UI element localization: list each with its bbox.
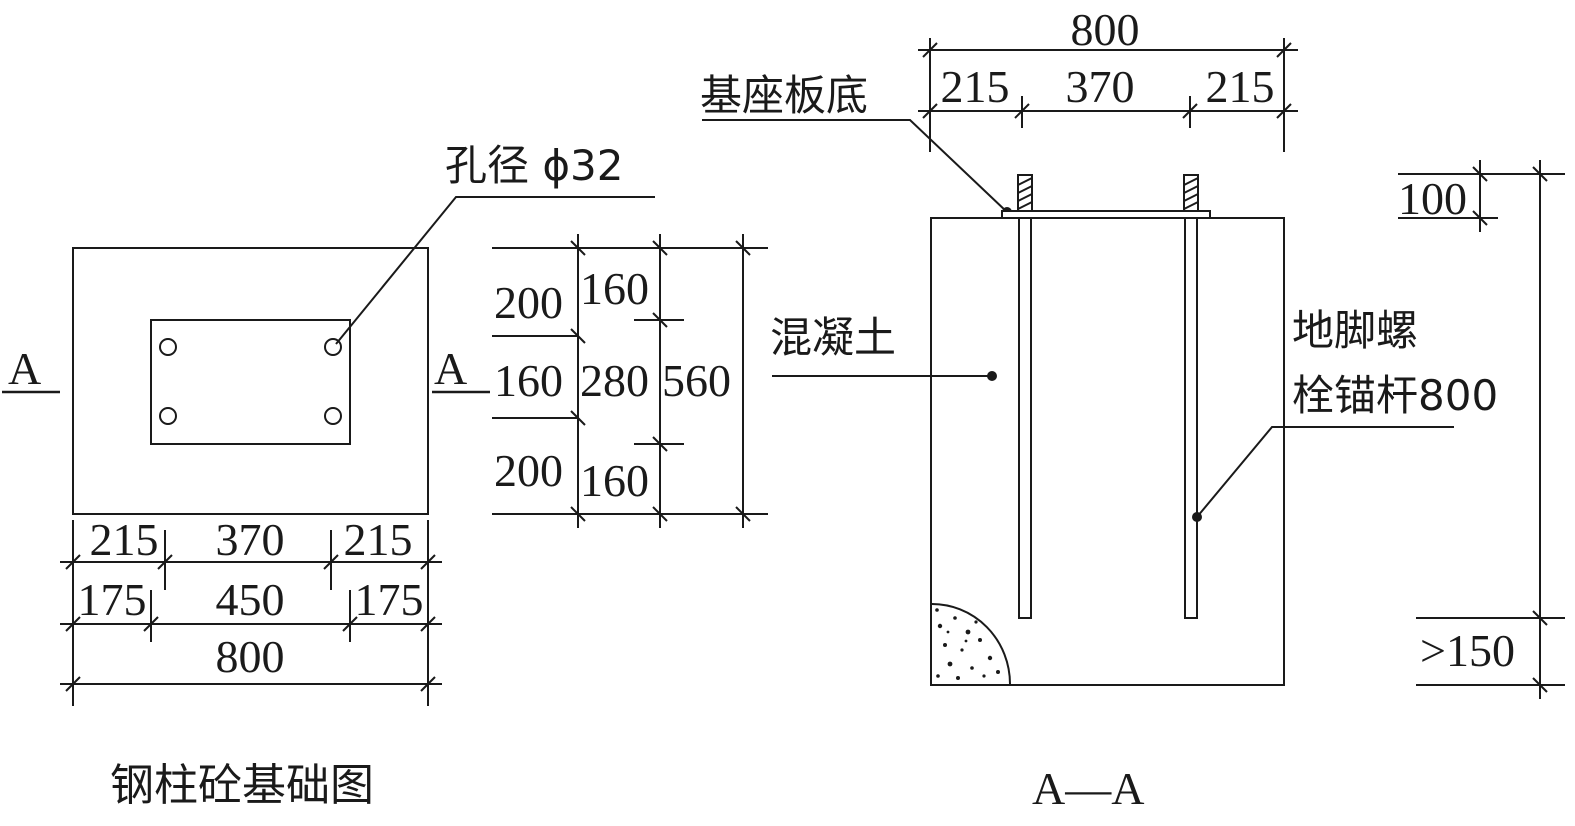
vdim-tick [735,506,751,522]
section-right-tick [1532,610,1548,626]
plan-dim-row2-c: 175 [355,574,424,625]
plan-dim-tick [65,616,81,632]
anchor-bolt-leader [1196,426,1454,518]
foundation-outline [72,247,429,515]
concrete-label: 混凝土 [770,313,896,362]
section-top-total: 800 [1071,4,1140,55]
section-top-tick [1276,103,1292,119]
section-right-tick [1472,166,1488,182]
anchor-bolt-label-line1: 地脚螺 [1292,306,1418,355]
vertical-dimension-block: 200 160 200 160 280 160 560 [492,234,768,528]
concrete-leader-dot [987,371,997,381]
section-top-tick [922,42,938,58]
vdim-tick [570,240,586,256]
section-top-part-b: 370 [1066,61,1135,112]
plan-dim-row2-a: 175 [78,574,147,625]
section-top-part-c: 215 [1206,61,1275,112]
vdim-col1-c: 200 [494,445,563,496]
plan-dim-tick [65,676,81,692]
hole-leader-line [335,196,655,345]
plan-view: 孔径 ϕ32 A A 215 370 215 175 450 17 [2,141,655,811]
vdim-col2-a: 160 [580,263,649,314]
plan-dim-tick [420,554,436,570]
anchor-bolt-right [1184,217,1198,619]
base-plate [1001,210,1211,219]
plan-dim-row1-b: 370 [216,514,285,565]
section-top-tick [1276,42,1292,58]
bolt-hole-top-right [324,338,342,356]
section-top-tick [1014,103,1030,119]
section-view: 800 215 370 215 基座板底 [700,4,1565,814]
section-right-tick [1532,166,1548,182]
plan-dim-total: 800 [216,631,285,682]
plan-dim-tick [420,616,436,632]
bolt-hole-bottom-left [159,407,177,425]
vdim-tick [570,328,586,344]
plan-dim-tick [143,616,159,632]
anchor-bolt-left [1018,217,1032,619]
vdim-tick [652,312,668,328]
vdim-col2-c: 160 [580,455,649,506]
vdim-col2-b: 280 [580,355,649,406]
plan-dim-tick [157,554,173,570]
section-mark-right: A [434,343,467,394]
concrete-aggregate-symbol [930,602,1011,685]
anchor-bolt-label-line2: 栓锚杆800 [1292,371,1498,420]
anchor-bolt-leader-dot [1192,512,1202,522]
base-plate-leader [702,119,1008,213]
section-top-part-a: 215 [941,61,1010,112]
section-dim-100: 100 [1398,173,1467,224]
section-dim-150: >150 [1420,625,1515,676]
plan-dim-tick [420,676,436,692]
section-right-tick [1532,677,1548,693]
vdim-tick [652,240,668,256]
bolt-thread-left [1017,174,1033,212]
section-top-tick [922,103,938,119]
plan-dim-row1-c: 215 [344,514,413,565]
concrete-block [930,217,1285,686]
plan-dim-tick [342,616,358,632]
base-plate-label: 基座板底 [700,71,868,120]
vdim-col1-a: 200 [494,277,563,328]
vdim-col3: 560 [662,355,731,406]
vdim-tick [652,436,668,452]
section-mark-left: A [8,343,41,394]
bolt-hole-bottom-right [324,407,342,425]
aggregate-specks [935,608,1000,680]
section-top-tick [1182,103,1198,119]
plan-dim-tick [323,554,339,570]
vdim-col1-b: 160 [494,355,563,406]
bolt-thread-right [1183,174,1199,212]
bolt-hole-top-left [159,338,177,356]
base-plate-outline [150,319,351,445]
plan-dim-tick [65,554,81,570]
vdim-tick [652,506,668,522]
section-right-tick [1472,210,1488,226]
vdim-tick [570,410,586,426]
vdim-tick [570,506,586,522]
section-caption: A—A [1032,763,1144,814]
plan-dim-row2-b: 450 [216,574,285,625]
vdim-tick [735,240,751,256]
hole-diameter-label: 孔径 ϕ32 [445,141,624,190]
plan-dim-row1-a: 215 [90,514,159,565]
plan-caption: 钢柱砼基础图 [110,760,374,811]
